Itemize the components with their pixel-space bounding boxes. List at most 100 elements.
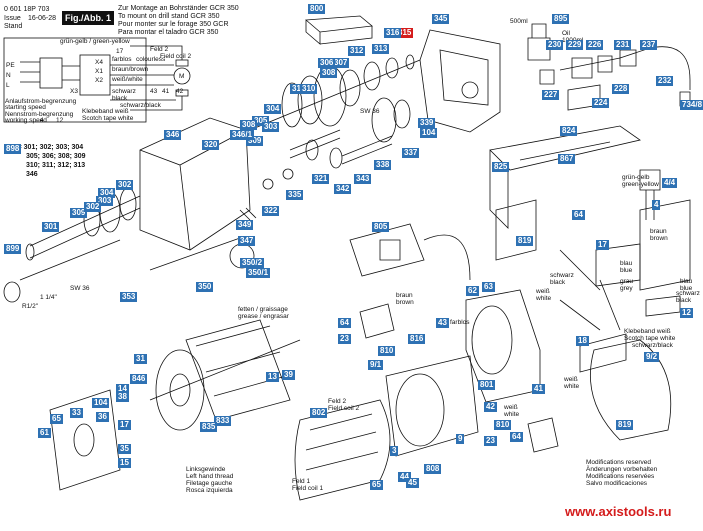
title-en: To mount on drill stand GCR 350	[118, 13, 220, 20]
gear-305	[281, 82, 303, 128]
part-number-800: 800	[308, 4, 326, 14]
part-number-337: 337	[402, 148, 420, 158]
part-338-shaft	[341, 135, 393, 165]
part-number-17: 17	[596, 240, 609, 250]
title-fr: Pour monter sur le forage 350 GCR	[118, 21, 229, 28]
wire-label-klebeband: Klebeband weiß	[82, 108, 129, 115]
part-23-brush-plate-upper	[359, 303, 395, 339]
part-31-windings	[195, 325, 287, 397]
part-353-rod	[149, 237, 241, 271]
wire-label-41: 41	[162, 88, 170, 95]
part-number-313: 313	[372, 44, 390, 54]
part-number-734-8: 734/8	[680, 100, 703, 110]
wire-label-43: 43	[150, 88, 158, 95]
part-number-343: 343	[354, 174, 372, 184]
tape-label-en: Scotch tape white	[624, 335, 676, 342]
part-835-fan	[155, 349, 205, 431]
part-number-816: 816	[408, 334, 426, 344]
part-61-bore	[73, 423, 95, 457]
wire-label-n: N	[6, 72, 11, 79]
part-number-3: 3	[390, 446, 399, 456]
part-number-9: 9	[456, 434, 465, 444]
part-number-302: 302	[116, 180, 134, 190]
part-number-305: 305	[252, 116, 270, 126]
wire-schwarz-black-4: schwarz/black	[632, 342, 673, 349]
part-number-23: 23	[484, 436, 497, 446]
part-342	[329, 147, 343, 169]
part-825-bracket	[495, 199, 537, 261]
part-number-320: 320	[202, 140, 220, 150]
part-number-33: 33	[70, 408, 83, 418]
part-number-65: 65	[370, 480, 383, 490]
part-number-232: 232	[656, 76, 674, 86]
gear-337	[371, 97, 397, 143]
field-coil1-label-de: Feld 1	[292, 478, 311, 485]
part-number-63: 63	[482, 282, 495, 292]
part-867-strip	[519, 141, 611, 161]
wire-label-colourless: colourless	[136, 56, 166, 63]
gear-315	[405, 54, 415, 70]
wire-label-m: M	[179, 73, 185, 80]
field-coil1-label-en: Field coil 1	[292, 485, 324, 492]
wire-blau-blue-2: blau blue	[680, 278, 693, 292]
wire-label-feld2: Feld 2	[150, 46, 169, 53]
wire-label-4: 4	[40, 117, 44, 124]
part-number-104: 104	[420, 128, 438, 138]
part-9-motor-housing	[385, 355, 479, 457]
wire-label-schwarz: schwarz	[112, 88, 136, 95]
wire-label-l: L	[6, 82, 10, 89]
wire-weiss-white-2: weiß white	[564, 376, 580, 390]
field-coil2-label-en: Field coil 2	[328, 405, 360, 412]
part-number-306: 306	[318, 58, 336, 68]
part-number-867: 867	[558, 154, 576, 164]
note-mod-4: Salvo modificaciones	[586, 480, 648, 487]
part-number-31: 31	[134, 354, 147, 364]
wiring-lines	[20, 61, 176, 101]
bom-898-line1: 898 = 301; 302; 303; 304	[4, 144, 84, 151]
part-number-237: 237	[640, 40, 658, 50]
field2-coil-symbol	[175, 59, 189, 67]
part-number-308: 308	[240, 120, 258, 130]
watermark: www.axistools.ru	[565, 504, 672, 519]
part-899-seal	[3, 281, 21, 303]
part-number-42: 42	[484, 402, 497, 412]
wire-braun-brown-2: braun brown	[650, 228, 668, 242]
doc-number: 0 601 18P 703	[4, 6, 50, 13]
wire-label-starting: starting speed	[5, 104, 46, 111]
wire-label-42: 42	[176, 88, 184, 95]
part-number-350: 350	[196, 282, 214, 292]
part-number-808: 808	[424, 464, 442, 474]
part-number-9-1: 9/1	[368, 360, 384, 370]
wire-farblos-43: farblos	[450, 319, 470, 326]
gear-313	[363, 61, 381, 91]
part-824-rail	[489, 125, 641, 229]
wire-braun-brown: braun brown	[396, 292, 414, 306]
part-number-308: 308	[320, 68, 338, 78]
part-number-301: 301	[42, 222, 60, 232]
figure-label: Fig./Abb. 1	[62, 11, 114, 25]
part-number-895: 895	[552, 14, 570, 24]
note-mod-2: Änderungen vorbehalten	[586, 466, 658, 473]
part-number-227: 227	[542, 90, 560, 100]
part-number-231: 231	[614, 40, 632, 50]
part-number-346: 346	[164, 130, 182, 140]
bom-898-line3: 310; 311; 312; 313	[26, 162, 86, 169]
part-346-edges	[139, 129, 247, 251]
wire-weiss-white-3: weiß white	[504, 404, 520, 418]
part-number-226: 226	[586, 40, 604, 50]
part-number-64: 64	[572, 210, 585, 220]
part-number-310: 310	[300, 84, 318, 94]
part-number-224: 224	[592, 98, 610, 108]
part-number-335: 335	[286, 190, 304, 200]
switch-block	[39, 57, 63, 89]
part-number-309: 309	[246, 136, 264, 146]
part-number-44: 44	[398, 472, 411, 482]
part-number-819: 819	[616, 420, 634, 430]
part-61-end-plate	[49, 389, 121, 491]
part-number-23: 23	[338, 334, 351, 344]
gear-308	[339, 69, 361, 107]
wire-label-gn-ye: grün-gelb / green-yellow	[60, 38, 130, 45]
part-31-shaft	[149, 339, 301, 401]
thread-114: 1 1/4"	[40, 294, 57, 301]
